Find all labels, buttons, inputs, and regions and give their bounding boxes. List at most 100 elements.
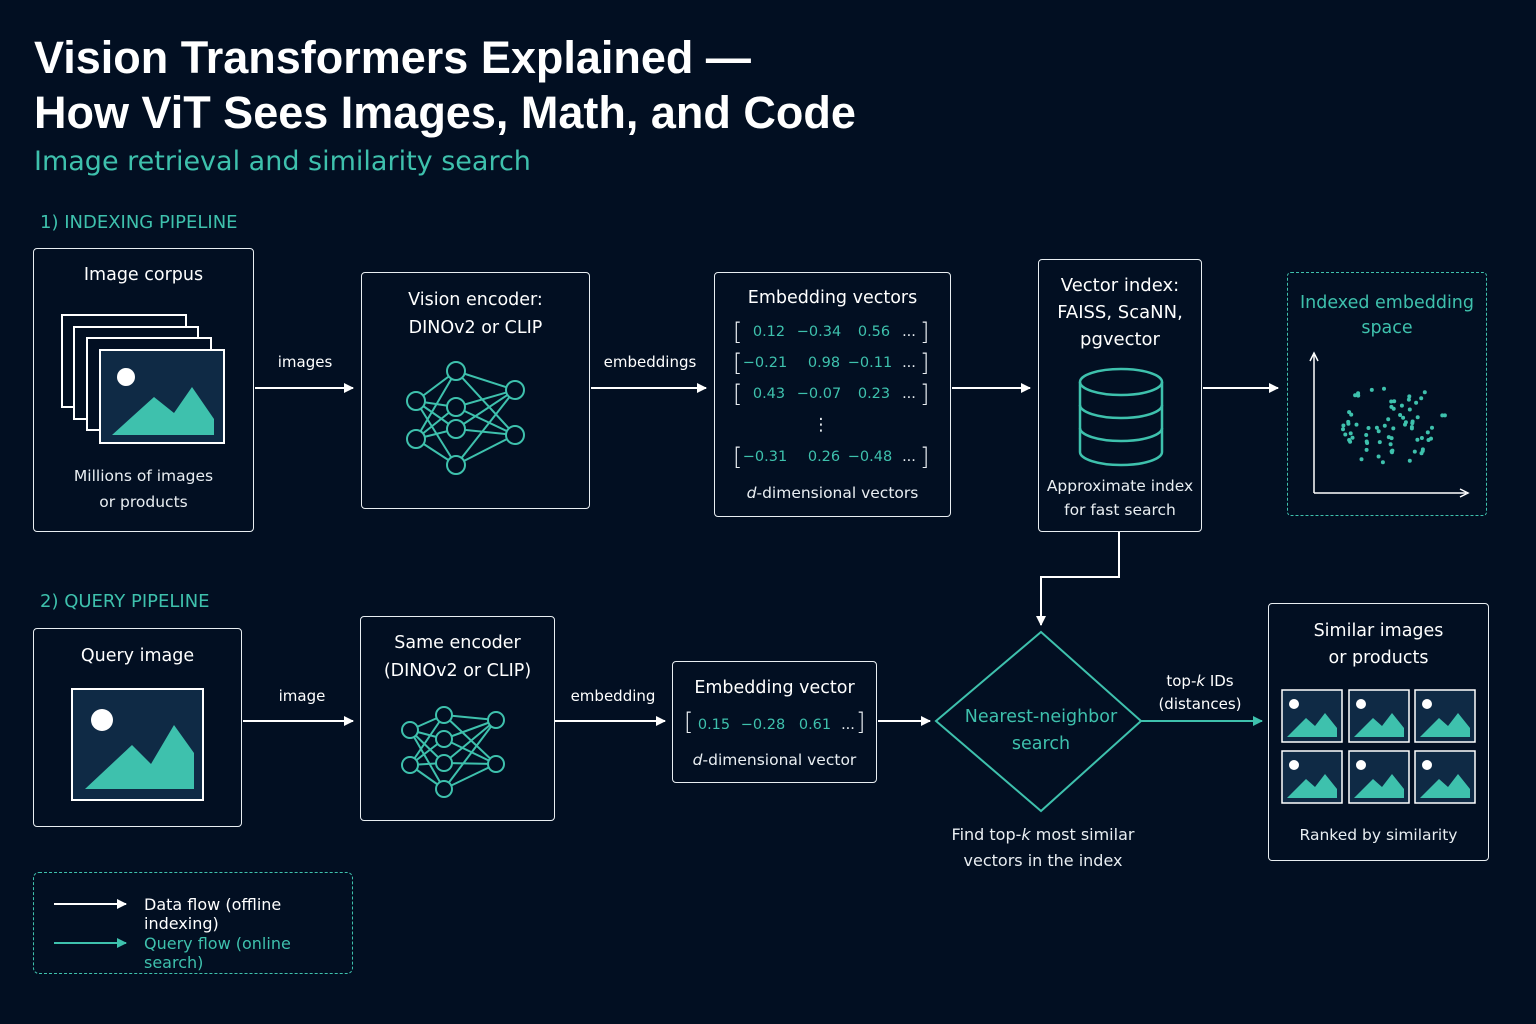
results-title-line1: Similar images — [1313, 621, 1444, 641]
legend-data-flow-label: Data flow (offline indexing) — [144, 895, 282, 933]
scatter-dot — [1364, 433, 1369, 437]
embedding-vector-box: Embedding vector [ 0.15 −0.28 0.61 ... ]… — [672, 661, 877, 783]
edge-label-topk: top-k IDs (distances) — [1150, 670, 1250, 716]
arrow-index-to-nn — [1036, 532, 1120, 626]
scatter-dot — [1388, 442, 1393, 447]
scatter-dot — [1391, 426, 1396, 431]
title-line-1: Vision Transformers Explained — — [34, 32, 751, 83]
same-encoder-title: Same encoder (DINOv2 or CLIP) — [361, 629, 554, 685]
scatter-dot — [1389, 449, 1394, 454]
scatter-dot — [1341, 423, 1346, 428]
topk-suffix: IDs — [1205, 672, 1234, 690]
nn-note-pre: Find top- — [951, 825, 1022, 844]
nn-title: Nearest-neighbor search — [941, 704, 1141, 758]
scatter-dot — [1366, 426, 1371, 430]
neural-network-icon — [406, 361, 525, 475]
results-title-line2: or products — [1328, 648, 1429, 668]
scatter-dot — [1419, 436, 1424, 440]
space-title-line1: Indexed embedding — [1299, 293, 1475, 313]
bracket-left: [ — [684, 708, 694, 736]
scatter-dot — [1392, 399, 1397, 404]
results-note: Ranked by similarity — [1299, 826, 1458, 844]
vector-cell: ... — [841, 717, 855, 733]
result-image-icon — [1414, 750, 1476, 804]
vector-index-note: Approximate index for fast search — [1039, 474, 1201, 522]
image-corpus-box: Image corpus Millions of images or produ… — [33, 248, 254, 532]
scatter-dot — [1398, 413, 1403, 417]
scatter-dot — [1389, 436, 1394, 441]
results-box: Similar images or products Ranked by sim… — [1268, 603, 1489, 861]
scatter-dot — [1377, 440, 1382, 445]
embedding-vector-note: d-dimensional vector — [673, 748, 876, 772]
embedding-space-box: Indexed embedding space — [1287, 272, 1487, 516]
vector-index-title-line1: Vector index: — [1060, 275, 1180, 296]
scatter-dot — [1389, 399, 1394, 404]
topk-distances: (distances) — [1158, 695, 1242, 713]
scatter-dot — [1414, 400, 1419, 405]
scatter-dot — [1407, 394, 1412, 399]
bracket-right: ] — [920, 349, 930, 377]
matrix-cell: −0.11 — [847, 355, 893, 371]
legend-box: Data flow (offline indexing) Query flow … — [33, 872, 353, 974]
scatter-dot — [1409, 425, 1414, 429]
nn-note-k: k — [1021, 825, 1031, 844]
result-image-icon — [1281, 750, 1343, 804]
nn-diamond — [934, 630, 1143, 813]
same-encoder-title-line1: Same encoder — [394, 633, 521, 653]
nn-title-line1: Nearest-neighbor — [964, 707, 1118, 727]
corpus-title: Image corpus — [83, 265, 204, 285]
scatter-dot — [1382, 386, 1386, 391]
scatter-dot — [1422, 390, 1427, 395]
note-rest: -dimensional vector — [702, 751, 857, 769]
result-image-icon — [1414, 689, 1476, 743]
matrix-cell: 0.12 — [752, 324, 786, 340]
embedding-vector-title: Embedding vector — [694, 678, 855, 698]
scatter-dot — [1410, 421, 1415, 426]
image-stack-icon — [61, 314, 225, 444]
scatter-dot — [1419, 396, 1424, 401]
nn-note-line2: vectors in the index — [963, 851, 1123, 870]
matrix-cell: ... — [902, 449, 916, 465]
scatter-dot — [1401, 415, 1406, 420]
scatter-dot — [1403, 422, 1407, 427]
space-title: Indexed embedding space — [1288, 291, 1486, 341]
scatter-dot — [1415, 415, 1420, 420]
vector-index-note-line2: for fast search — [1064, 501, 1176, 519]
scatter-dot — [1440, 413, 1445, 418]
scatter-dot — [1399, 403, 1404, 408]
indexing-section-label: 1) INDEXING PIPELINE — [40, 212, 238, 233]
scatter-dot — [1354, 422, 1359, 427]
matrix-cell: 0.43 — [752, 386, 786, 402]
scatter-dot — [1343, 432, 1348, 437]
note-d: d — [746, 484, 757, 502]
scatter-dot — [1420, 449, 1425, 453]
scatter-dot — [1407, 407, 1412, 412]
nn-title-line2: search — [1011, 734, 1071, 754]
database-icon — [1078, 367, 1164, 467]
query-section-label: 2) QUERY PIPELINE — [40, 591, 210, 612]
matrix-cell: ... — [902, 386, 916, 402]
matrix-cell: −0.48 — [847, 449, 893, 465]
vision-encoder-box: Vision encoder: DINOv2 or CLIP — [361, 272, 590, 509]
corpus-note-line1: Millions of images — [73, 467, 214, 485]
bracket-left: [ — [733, 318, 743, 346]
edge-label-image: image — [278, 687, 326, 705]
scatter-dot — [1369, 387, 1374, 392]
vector-index-title-line2: FAISS, ScaNN, — [1057, 302, 1183, 323]
scatter-dot — [1382, 423, 1387, 428]
matrix-cell: 0.98 — [807, 355, 841, 371]
encoder-title-line1: Vision encoder: — [408, 290, 543, 310]
scatter-dot — [1348, 431, 1353, 436]
edge-label-embedding: embedding — [570, 687, 656, 705]
bracket-right: ] — [920, 318, 930, 346]
results-title: Similar images or products — [1269, 618, 1488, 672]
matrix-cell: −0.31 — [742, 449, 788, 465]
image-icon — [71, 688, 204, 801]
scatter-dot — [1349, 412, 1354, 417]
result-image-icon — [1348, 689, 1410, 743]
matrix-cell: −0.07 — [796, 386, 842, 402]
scatter-dot — [1430, 425, 1434, 430]
scatter-dot — [1353, 393, 1358, 398]
result-image-icon — [1348, 750, 1410, 804]
note-d: d — [692, 751, 703, 769]
